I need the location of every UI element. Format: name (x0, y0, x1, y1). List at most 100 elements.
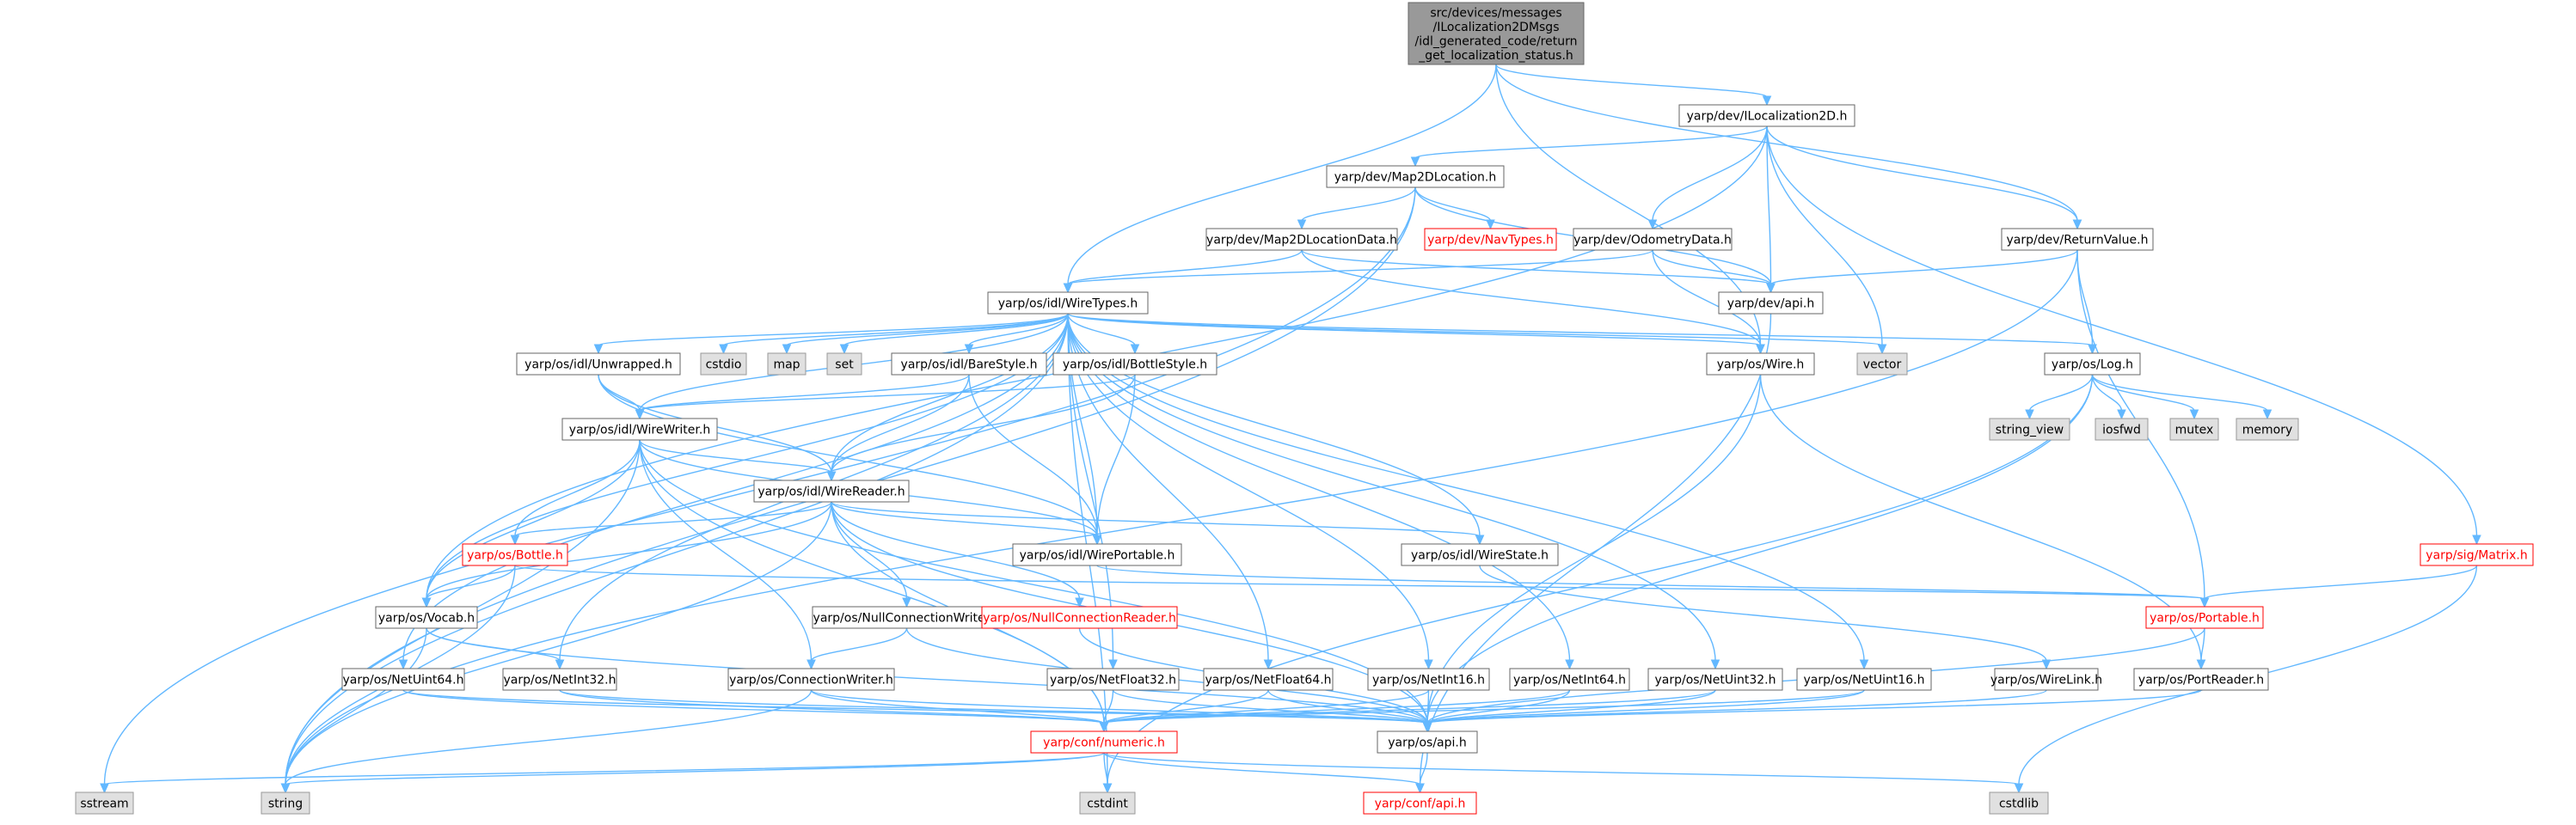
node-label-nullconnwriter: yarp/os/NullConnectionWriter.h (813, 612, 1001, 626)
node-barestyle[interactable]: yarp/os/idl/BareStyle.h (891, 352, 1047, 376)
node-wirestate[interactable]: yarp/os/idl/WireState.h (1401, 543, 1559, 566)
node-string_view: string_view (1989, 418, 2070, 441)
node-box-iosfwd (2095, 418, 2149, 441)
node-nullconnreader[interactable]: yarp/os/NullConnectionReader.h (981, 606, 1178, 629)
node-label-cstdlib: cstdlib (1999, 798, 2039, 811)
node-ilocalization2d[interactable]: yarp/dev/ILocalization2D.h (1678, 104, 1855, 127)
edge-netfloat32-to-confnumeric (1103, 689, 1114, 724)
node-netfloat32[interactable]: yarp/os/NetFloat32.h (1046, 668, 1180, 691)
node-connwriter[interactable]: yarp/os/ConnectionWriter.h (727, 668, 895, 691)
node-portreader[interactable]: yarp/os/PortReader.h (2133, 668, 2269, 691)
node-nullconnwriter[interactable]: yarp/os/NullConnectionWriter.h (812, 606, 1002, 629)
node-label-vocab: yarp/os/Vocab.h (378, 612, 475, 626)
node-unwrapped[interactable]: yarp/os/idl/Unwrapped.h (516, 352, 681, 376)
node-log[interactable]: yarp/os/Log.h (2044, 352, 2141, 376)
node-odometrydata[interactable]: yarp/dev/OdometryData.h (1573, 228, 1733, 251)
node-navtypes[interactable]: yarp/dev/NavTypes.h (1424, 228, 1557, 251)
arrowhead-wirereader-to-wirestate (1475, 535, 1485, 546)
edge-confnumeric-to-string (285, 752, 1105, 785)
node-box-navtypes (1424, 228, 1557, 251)
node-label-nullconnreader: yarp/os/NullConnectionReader.h (983, 612, 1176, 626)
node-cstdint: cstdint (1079, 791, 1136, 815)
node-wirelink[interactable]: yarp/os/WireLink.h (1990, 668, 2102, 691)
node-bottlestyle[interactable]: yarp/os/idl/BottleStyle.h (1052, 352, 1217, 376)
arrowhead-wiretypes-to-netuint64 (398, 659, 408, 670)
arrowhead-returnvalue-to-devapi (1766, 283, 1776, 294)
node-label-netfloat32: yarp/os/NetFloat32.h (1050, 674, 1176, 688)
node-vocab[interactable]: yarp/os/Vocab.h (375, 606, 478, 629)
node-memory: memory (2236, 418, 2299, 441)
node-box-map2dlocationdata (1205, 228, 1398, 251)
node-box-cstdio (700, 352, 747, 376)
arrowhead-wirereader-to-nullconnwriter (902, 597, 911, 608)
node-wirereader[interactable]: yarp/os/idl/WireReader.h (753, 480, 910, 503)
node-map2dlocation[interactable]: yarp/dev/Map2DLocation.h (1326, 165, 1505, 188)
edge-netint64-to-confnumeric (1103, 689, 1571, 724)
node-bottle[interactable]: yarp/os/Bottle.h (462, 543, 568, 566)
node-confapi[interactable]: yarp/conf/api.h (1363, 791, 1477, 815)
arrowhead-wiretypes-to-vector (1877, 344, 1887, 355)
node-box-map (767, 352, 807, 376)
edge-wiretypes-to-netuint64 (402, 313, 1069, 662)
node-confnumeric[interactable]: yarp/conf/numeric.h (1030, 730, 1178, 754)
edge-barestyle-to-wirewriter (639, 374, 970, 412)
node-wire[interactable]: yarp/os/Wire.h (1706, 352, 1815, 376)
node-label-bottlestyle: yarp/os/idl/BottleStyle.h (1063, 358, 1207, 372)
node-label-wiretypes: yarp/os/idl/WireTypes.h (998, 297, 1138, 311)
edge-wiretypes-to-wirereader (831, 313, 1069, 474)
node-box-wireportable (1012, 543, 1182, 566)
edge-wirereader-to-wirestate (831, 501, 1481, 537)
node-label-connwriter: yarp/os/ConnectionWriter.h (729, 674, 893, 688)
node-root[interactable]: src/devices/messages/ILocalization2DMsgs… (1408, 2, 1585, 65)
node-cstdio: cstdio (700, 352, 747, 376)
node-netfloat64[interactable]: yarp/os/NetFloat64.h (1203, 668, 1334, 691)
edge-map2dlocation-to-navtypes (1414, 186, 1492, 222)
node-map2dlocationdata[interactable]: yarp/dev/Map2DLocationData.h (1205, 228, 1398, 251)
arrowhead-ilocalization2d-to-matrix (2472, 535, 2481, 546)
edge-returnvalue-to-devapi (1769, 249, 2078, 285)
node-box-wirewriter (561, 418, 718, 441)
node-netint64[interactable]: yarp/os/NetInt64.h (1509, 668, 1630, 691)
edge-netint32-to-osapi (559, 689, 1428, 724)
arrowhead-wirereader-to-wireportable (1092, 535, 1102, 546)
node-box-vocab (375, 606, 478, 629)
graph-edges (100, 64, 2481, 794)
node-box-bottle (462, 543, 568, 566)
node-label-cstdint: cstdint (1087, 798, 1128, 811)
node-label-portreader: yarp/os/PortReader.h (2138, 674, 2264, 688)
edge-root-to-ilocalization2d (1495, 64, 1768, 98)
edge-wirereader-to-nullconnwriter (831, 501, 908, 600)
node-netuint64[interactable]: yarp/os/NetUint64.h (341, 668, 465, 691)
node-matrix[interactable]: yarp/sig/Matrix.h (2420, 543, 2534, 566)
node-wiretypes[interactable]: yarp/os/idl/WireTypes.h (987, 291, 1149, 315)
node-label-map2dlocation: yarp/dev/Map2DLocation.h (1334, 171, 1497, 185)
node-label-string_view: string_view (1996, 424, 2064, 437)
node-box-portreader (2133, 668, 2269, 691)
node-box-cstdint (1079, 791, 1136, 815)
arrowhead-bottle-to-vocab (421, 597, 432, 608)
arrowhead-wiretypes-to-netuint32 (1710, 659, 1720, 670)
node-osapi[interactable]: yarp/os/api.h (1377, 730, 1478, 754)
node-label-navtypes: yarp/dev/NavTypes.h (1427, 234, 1554, 248)
node-box-portable (2145, 606, 2264, 629)
node-label-wirestate: yarp/os/idl/WireState.h (1411, 549, 1549, 563)
node-label-devapi: yarp/dev/api.h (1727, 297, 1814, 311)
edge-wiretypes-to-netuint16 (1067, 313, 1865, 662)
node-box-matrix (2420, 543, 2534, 566)
edge-netuint16-to-osapi (1426, 689, 1865, 724)
node-netint16[interactable]: yarp/os/NetInt16.h (1367, 668, 1490, 691)
node-portable[interactable]: yarp/os/Portable.h (2145, 606, 2264, 629)
node-devapi[interactable]: yarp/dev/api.h (1718, 291, 1824, 315)
node-netuint32[interactable]: yarp/os/NetUint32.h (1647, 668, 1783, 691)
node-label-unwrapped: yarp/os/idl/Unwrapped.h (524, 358, 672, 372)
node-box-bottlestyle (1052, 352, 1217, 376)
arrowhead-log-to-mutex (2189, 409, 2199, 420)
node-netuint16[interactable]: yarp/os/NetUint16.h (1796, 668, 1932, 691)
edge-wirereader-to-vocab (426, 501, 832, 600)
node-netint32[interactable]: yarp/os/NetInt32.h (502, 668, 617, 691)
node-returnvalue[interactable]: yarp/dev/ReturnValue.h (2001, 228, 2154, 251)
edge-unwrapped-to-wirewriter (598, 374, 641, 412)
node-wireportable[interactable]: yarp/os/idl/WirePortable.h (1012, 543, 1182, 566)
node-wirewriter[interactable]: yarp/os/idl/WireWriter.h (561, 418, 718, 441)
